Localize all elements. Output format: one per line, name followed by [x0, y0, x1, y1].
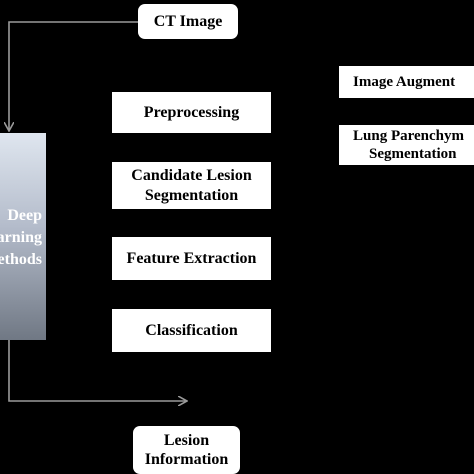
lung-parenchyma-segmentation-box: Lung Parenchym Segmentation	[339, 125, 474, 165]
deep-learning-line-2: earning	[0, 229, 42, 246]
preprocessing-label: Preprocessing	[143, 103, 240, 121]
deep-learning-line-1: Deep	[7, 207, 42, 224]
candidate-lesion-label-line-1: Candidate Lesion	[131, 167, 252, 185]
lung-parenchyma-label-line-2: Segmentation	[369, 146, 457, 162]
lesion-information-label-line-1: Lesion	[163, 431, 210, 449]
feature-extraction-label: Feature Extraction	[126, 249, 257, 267]
deep-learning-line-3: ethods	[0, 251, 42, 268]
image-augmentation-box: Image Augment	[339, 66, 474, 98]
ct-image-label: CT Image	[153, 12, 223, 30]
lesion-information-box: Lesion Information	[133, 426, 240, 474]
preprocessing-box: Preprocessing	[112, 92, 271, 133]
candidate-lesion-segmentation-box: Candidate Lesion Segmentation	[112, 162, 271, 209]
lesion-information-label-line-2: Information	[144, 451, 229, 468]
classification-label: Classification	[145, 321, 238, 339]
image-augmentation-label: Image Augment	[353, 74, 456, 90]
lung-parenchyma-label-line-1: Lung Parenchym	[353, 128, 464, 144]
classification-box: Classification	[112, 309, 271, 352]
candidate-lesion-label-line-2: Segmentation	[144, 186, 239, 204]
feature-extraction-box: Feature Extraction	[112, 237, 271, 280]
deep-learning-methods-panel: Deep earning ethods	[0, 133, 46, 340]
ct-image-box: CT Image	[138, 4, 238, 39]
